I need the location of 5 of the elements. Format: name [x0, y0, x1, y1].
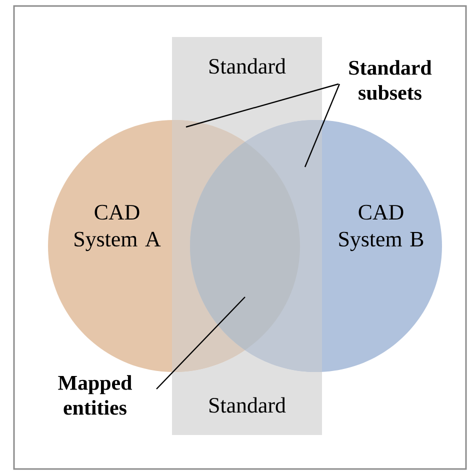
callout-label: Standard subsets	[349, 60, 432, 100]
leader-line	[156, 296, 246, 390]
leader-line	[186, 83, 339, 128]
callout-label: Mapped entities	[58, 375, 132, 415]
leader-line	[304, 84, 340, 168]
